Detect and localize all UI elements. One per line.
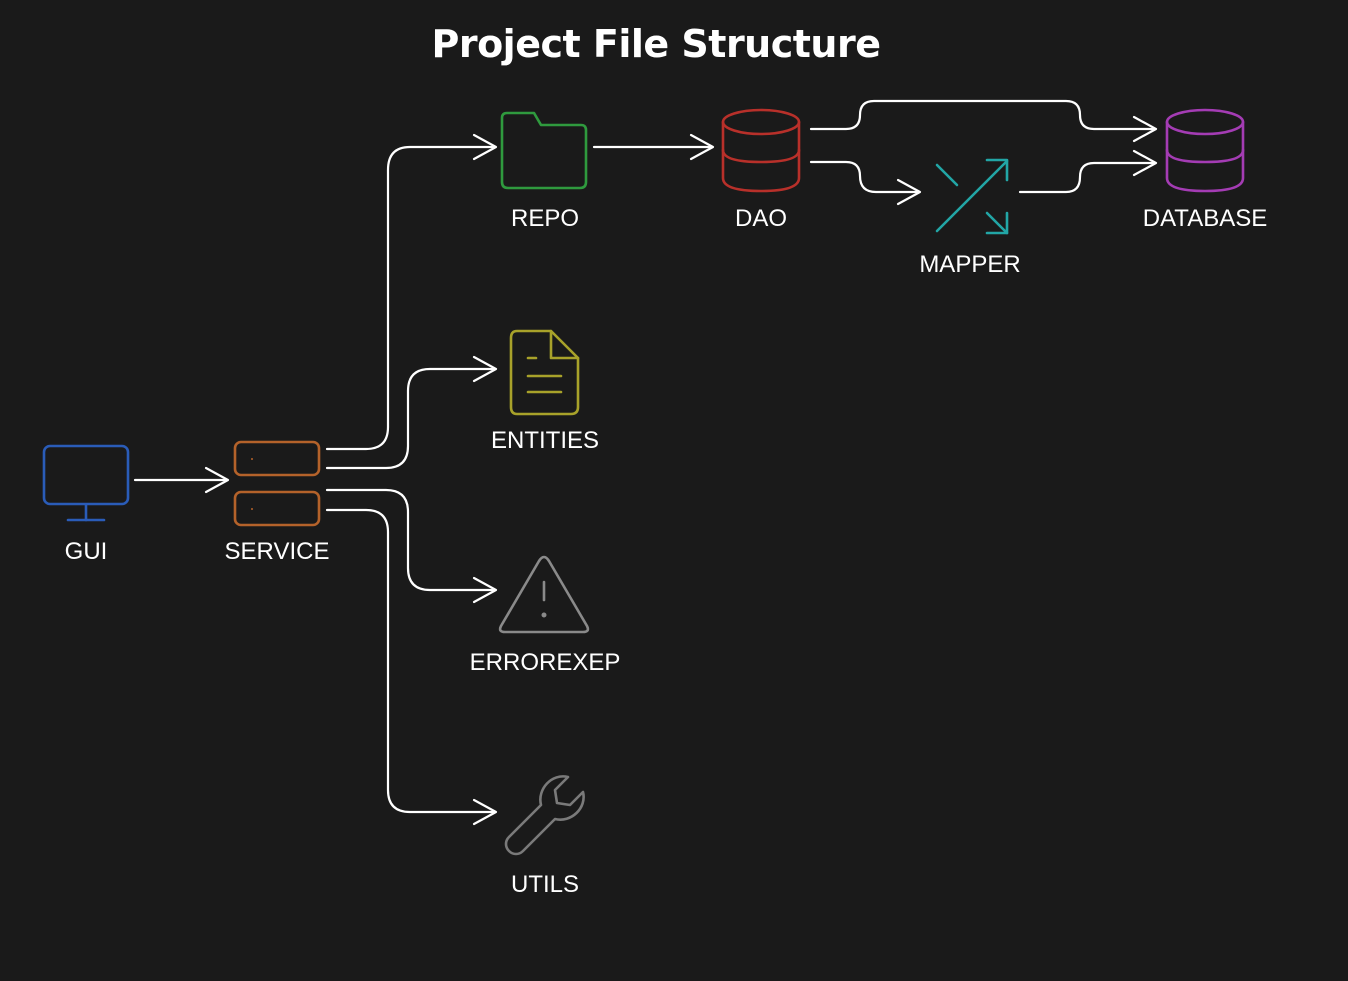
node-database: DATABASE <box>1143 108 1267 232</box>
node-label-dao: DAO <box>735 205 787 232</box>
node-label-mapper: MAPPER <box>919 251 1020 278</box>
connector-service-entities <box>325 355 498 470</box>
node-label-errorexep: ERROREXEP <box>470 649 621 676</box>
wrench-icon <box>504 775 585 856</box>
shuffle-icon <box>935 158 1009 235</box>
server-icon <box>233 440 321 527</box>
node-utils: UTILS <box>504 775 585 898</box>
connector-service-utils <box>325 508 498 826</box>
node-dao: DAO <box>721 108 801 232</box>
node-service: SERVICE <box>225 440 330 565</box>
folder-icon <box>500 111 588 190</box>
node-label-repo: REPO <box>511 205 579 232</box>
node-mapper: MAPPER <box>919 158 1021 278</box>
node-repo: REPO <box>500 111 588 232</box>
monitor-icon <box>42 444 130 522</box>
connector-repo-dao <box>592 133 715 161</box>
node-entities: ENTITIES <box>491 329 599 454</box>
node-label-service: SERVICE <box>225 538 330 565</box>
node-gui: GUI <box>42 444 130 565</box>
node-label-entities: ENTITIES <box>491 427 599 454</box>
node-errorexep: ERROREXEP <box>470 555 621 676</box>
warning-icon <box>498 555 590 634</box>
connector-dao-database <box>809 99 1158 143</box>
connector-service-errorexep <box>325 488 498 604</box>
connectors <box>133 99 1158 826</box>
file-icon <box>509 329 580 416</box>
connector-mapper-database <box>1018 149 1158 194</box>
connector-dao-mapper <box>809 160 922 206</box>
connector-gui-service <box>133 466 230 494</box>
connector-service-repo <box>325 133 498 451</box>
database-icon <box>721 108 801 193</box>
page-title: Project File Structure <box>431 22 880 66</box>
database-icon <box>1165 108 1245 193</box>
node-label-database: DATABASE <box>1143 205 1267 232</box>
node-label-gui: GUI <box>65 538 108 565</box>
node-label-utils: UTILS <box>511 871 579 898</box>
